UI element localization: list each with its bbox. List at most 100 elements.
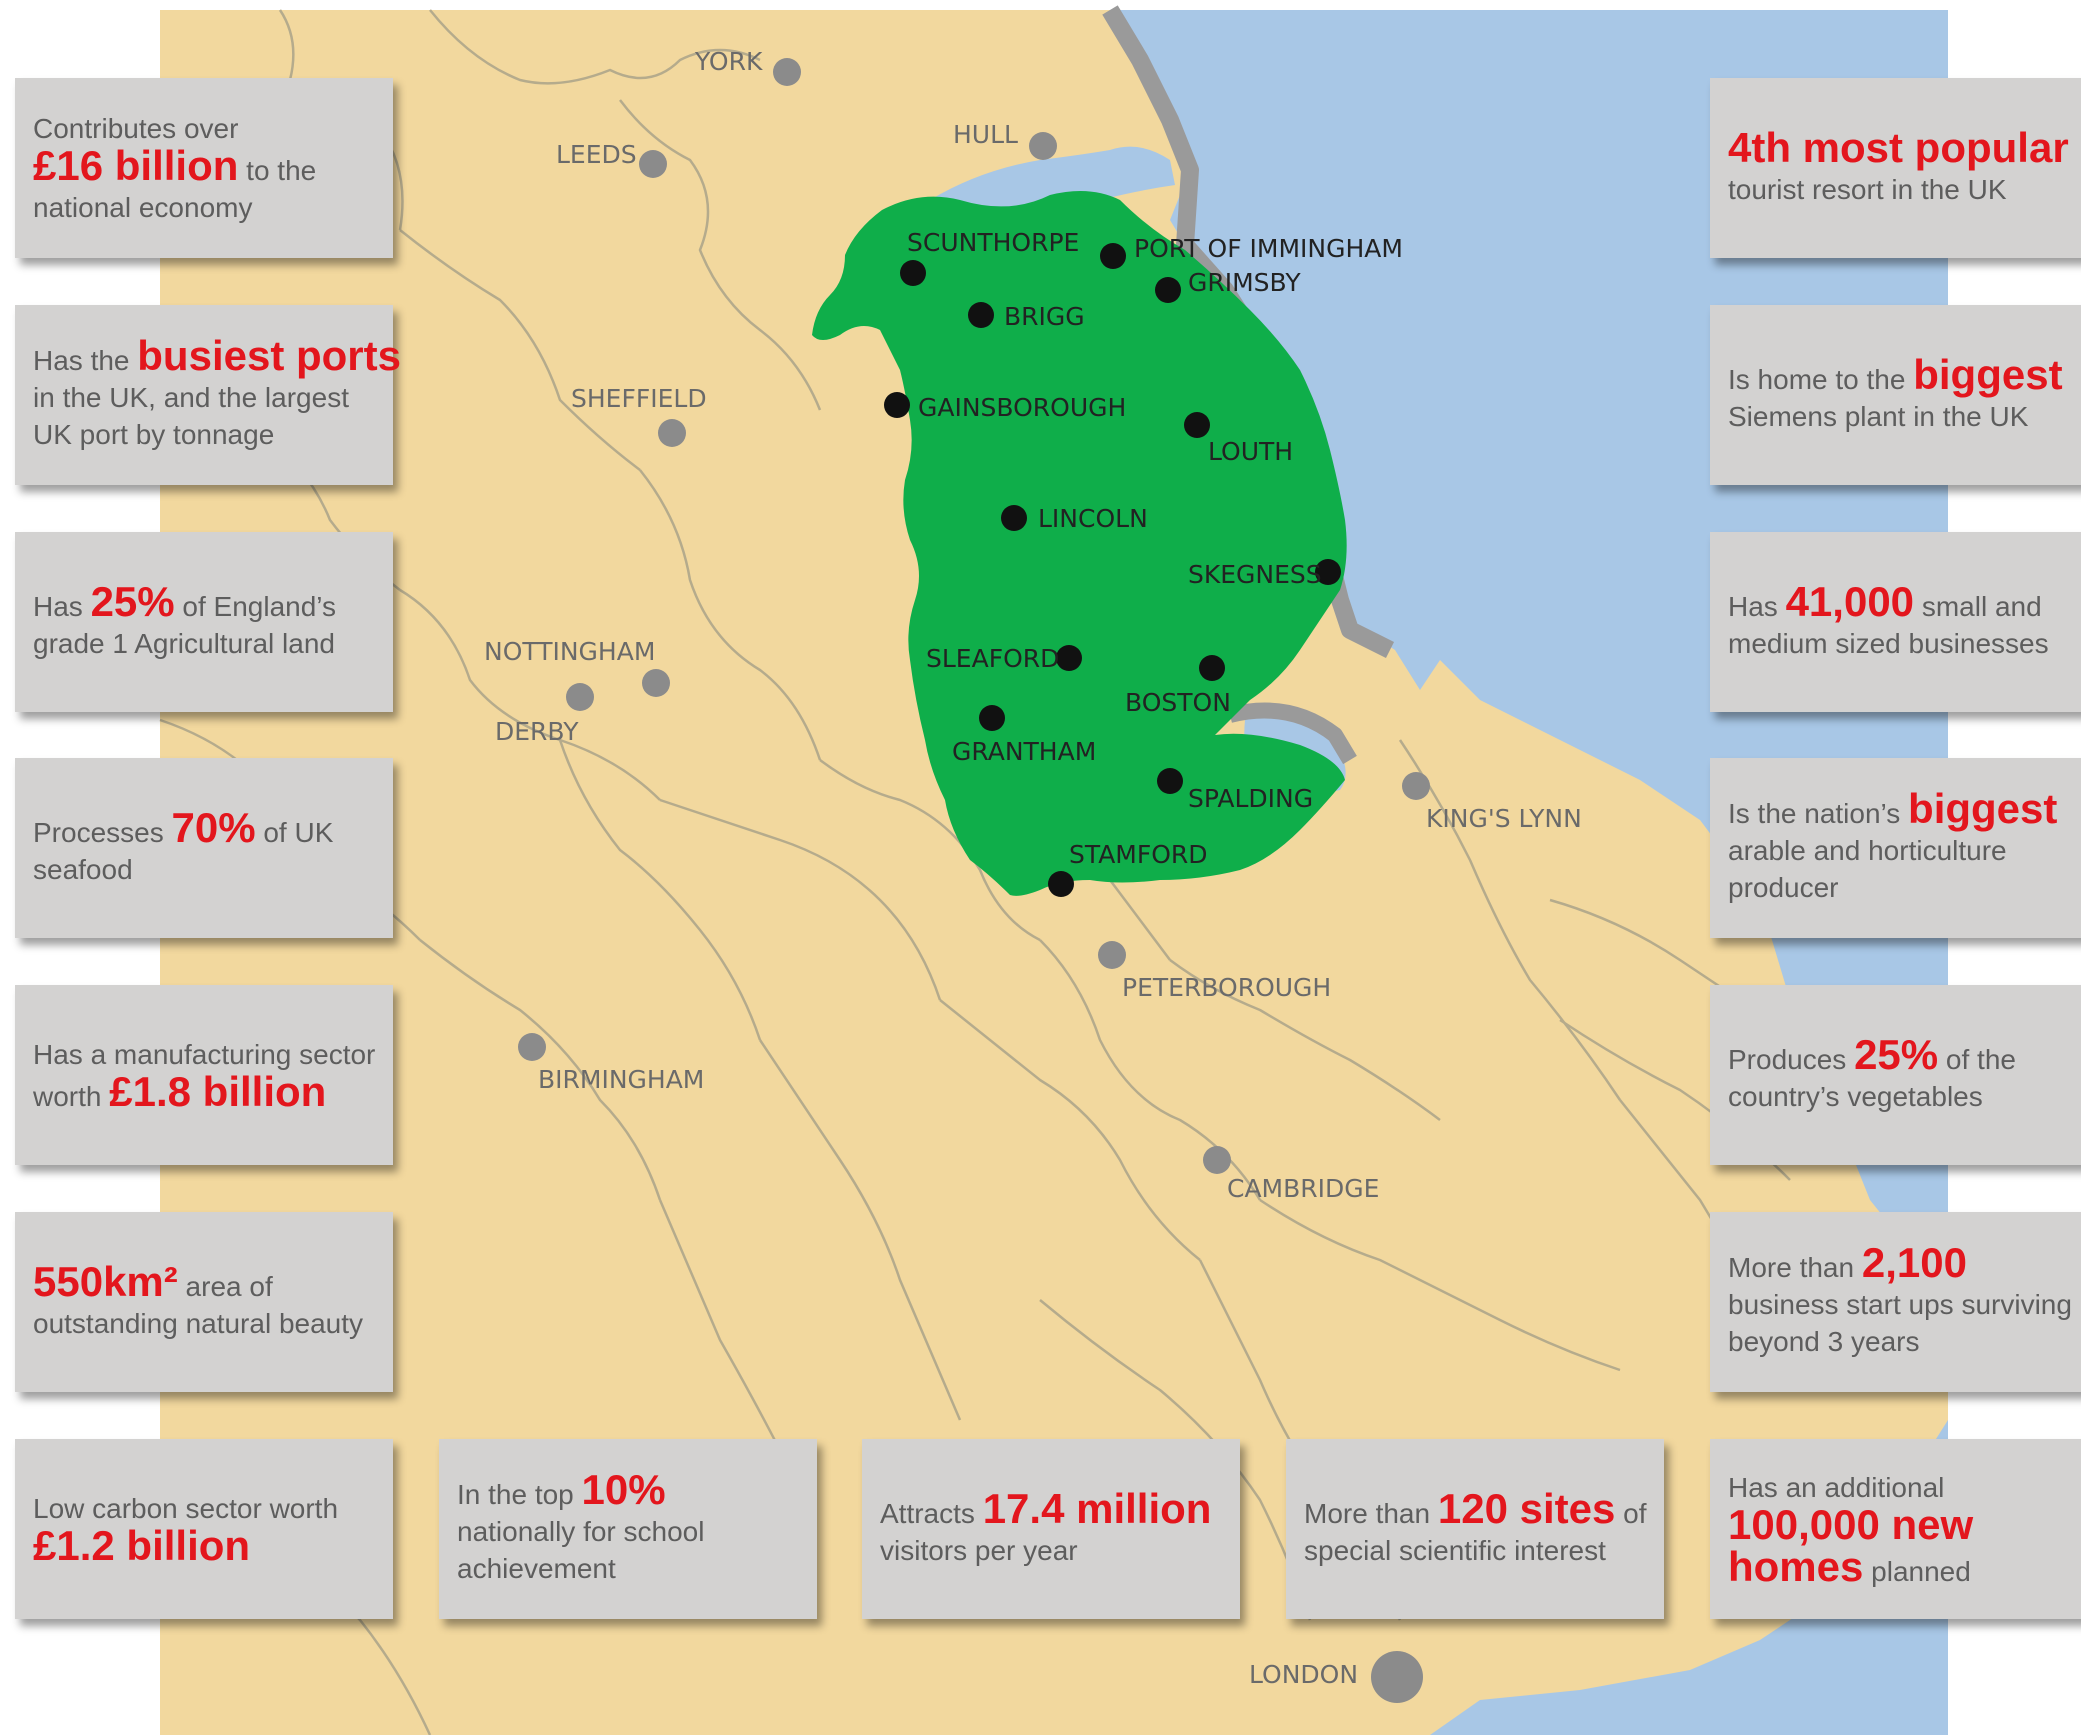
fact-highlight: 17.4 million	[982, 1484, 1212, 1532]
town-marker	[1157, 768, 1183, 794]
town-label: STAMFORD	[1069, 840, 1208, 869]
fact-line: More than 2,100	[1728, 1242, 2070, 1286]
fact-line: medium sized businesses	[1728, 625, 2070, 662]
town-marker	[884, 392, 910, 418]
town-marker	[1315, 559, 1341, 585]
fact-text: of UK	[255, 816, 334, 848]
fact-text: Is home to the	[1728, 363, 1914, 395]
fact-highlight: £1.8 billion	[109, 1067, 327, 1115]
fact-line: seafood	[33, 851, 375, 888]
town-marker	[1184, 412, 1210, 438]
lincolnshire-region	[812, 191, 1347, 896]
fact-highlight: 550km²	[33, 1257, 178, 1305]
fact-line: tourist resort in the UK	[1728, 171, 2070, 208]
fact-card-right: Has 41,000 small and medium sized busines…	[1710, 532, 2081, 712]
town-label: SPALDING	[1188, 784, 1313, 813]
fact-line: £16 billion to the	[33, 145, 375, 189]
city-marker	[1371, 1651, 1423, 1703]
town-label: SCUNTHORPE	[907, 228, 1079, 257]
fact-line: nationally for school	[457, 1513, 799, 1550]
town-label: SKEGNESS	[1188, 560, 1322, 589]
fact-line: Has an additional	[1728, 1469, 2070, 1506]
fact-text: outstanding natural beauty	[33, 1307, 364, 1339]
fact-text: grade 1 Agricultural land	[33, 627, 335, 659]
fact-line: worth £1.8 billion	[33, 1070, 375, 1115]
fact-line: producer	[1728, 869, 2070, 906]
fact-line: arable and horticulture	[1728, 832, 2070, 869]
fact-line: Low carbon sector worth	[33, 1490, 375, 1527]
fact-highlight: biggest	[1908, 785, 2058, 832]
fact-highlight: £1.2 billion	[33, 1521, 251, 1569]
fact-text: More than	[1728, 1252, 1862, 1283]
town-label: GAINSBOROUGH	[918, 393, 1126, 422]
fact-text: producer	[1728, 872, 1839, 903]
fact-text: Low carbon sector worth	[33, 1492, 339, 1524]
fact-line: homes planned	[1728, 1545, 2070, 1590]
fact-line: Is the nation’s biggest	[1728, 788, 2070, 832]
city-label: DERBY	[495, 717, 579, 746]
fact-text: medium sized businesses	[1728, 627, 2049, 659]
fact-line: in the UK, and the largest	[33, 379, 375, 416]
fact-line: outstanding natural beauty	[33, 1305, 375, 1342]
city-label: PETERBOROUGH	[1122, 973, 1331, 1002]
fact-highlight: 41,000	[1785, 577, 1915, 625]
fact-text: Processes	[33, 816, 172, 848]
region-towns: SCUNTHORPE PORT OF IMMINGHAM GRIMSBY BRI…	[884, 228, 1403, 897]
fact-highlight: 4th most popular	[1728, 123, 2069, 171]
fact-highlight: homes	[1728, 1542, 1864, 1590]
fact-text: achievement	[457, 1553, 616, 1584]
fact-text: arable and horticulture	[1728, 835, 2007, 866]
fact-line: achievement	[457, 1550, 799, 1587]
fact-text: country’s vegetables	[1728, 1080, 1983, 1112]
town-label: GRANTHAM	[952, 737, 1096, 766]
town-marker	[979, 705, 1005, 731]
fact-highlight: biggest	[1913, 350, 2063, 398]
city-label: NOTTINGHAM	[484, 637, 655, 666]
fact-text: Has	[1728, 590, 1786, 622]
town-marker	[968, 302, 994, 328]
fact-line: Siemens plant in the UK	[1728, 398, 2070, 435]
fact-line: Has 25% of England’s	[33, 580, 375, 625]
fact-line: 100,000 new	[1728, 1503, 2070, 1548]
fact-highlight: 10%	[581, 1466, 666, 1513]
fact-line: Has the busiest ports	[33, 335, 401, 379]
city-marker	[642, 669, 670, 697]
town-label: LOUTH	[1208, 437, 1293, 466]
city-marker	[773, 58, 801, 86]
fact-text: Contributes over	[33, 113, 239, 144]
town-label: BOSTON	[1125, 688, 1231, 717]
other-cities: YORK HULL LEEDS SHEFFIELD NOTTINGHAM DER…	[484, 47, 1582, 1703]
town-marker	[1199, 655, 1225, 681]
fact-line: national economy	[33, 189, 375, 226]
fact-line: special scientific interest	[1304, 1532, 1646, 1569]
fact-text: seafood	[33, 853, 133, 885]
fact-line: More than 120 sites of	[1304, 1487, 1646, 1532]
city-label: BIRMINGHAM	[538, 1065, 704, 1094]
town-label: PORT OF IMMINGHAM	[1134, 234, 1403, 263]
fact-text: of the	[1938, 1043, 2016, 1075]
fact-text: visitors per year	[880, 1534, 1078, 1566]
city-label: HULL	[953, 120, 1018, 149]
city-label: LEEDS	[556, 140, 637, 169]
fact-text: worth	[33, 1080, 110, 1112]
city-label: KING'S LYNN	[1426, 804, 1582, 833]
fact-line: Processes 70% of UK	[33, 806, 375, 851]
fact-text: small and	[1914, 590, 2042, 622]
fact-line: Has a manufacturing sector	[33, 1036, 375, 1073]
fact-highlight: 25%	[90, 577, 175, 625]
town-marker	[1056, 645, 1082, 671]
town-label: SLEAFORD	[926, 644, 1059, 673]
humber-estuary	[930, 146, 1175, 222]
city-marker	[639, 150, 667, 178]
